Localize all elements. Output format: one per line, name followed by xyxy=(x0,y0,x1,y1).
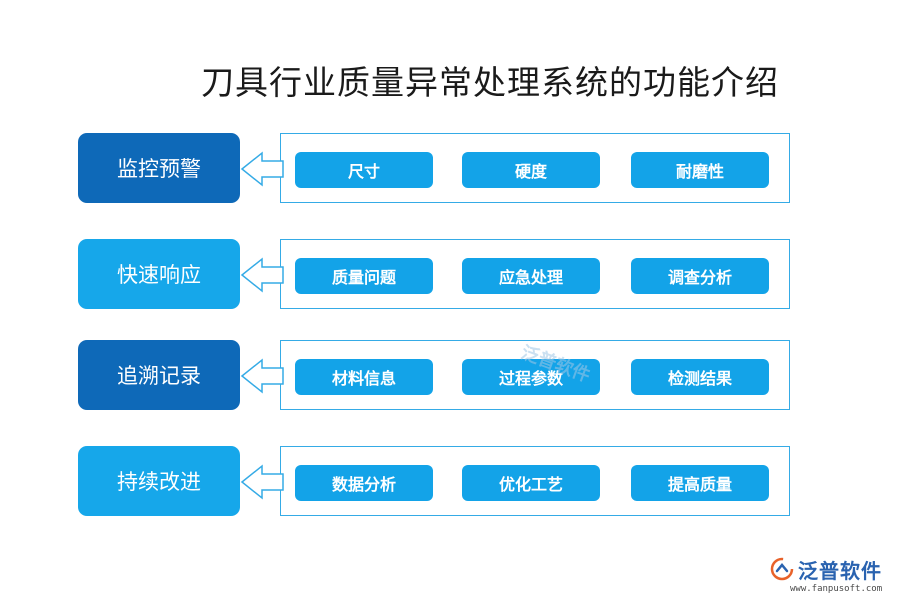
feature-chip: 调查分析 xyxy=(631,258,769,294)
feature-chip: 优化工艺 xyxy=(462,465,600,501)
feature-chip: 数据分析 xyxy=(295,465,433,501)
feature-chip: 尺寸 xyxy=(295,152,433,188)
logo-url: www.fanpusoft.com xyxy=(790,584,883,594)
brand-logo: 泛普软件 xyxy=(770,554,882,584)
feature-row-improvement: 持续改进 数据分析 优化工艺 提高质量 xyxy=(0,446,900,518)
feature-chip: 过程参数 xyxy=(462,359,600,395)
feature-chip: 检测结果 xyxy=(631,359,769,395)
diagram-title: 刀具行业质量异常处理系统的功能介绍 xyxy=(201,63,779,102)
arrow-left-icon xyxy=(240,151,284,187)
arrow-left-icon xyxy=(240,358,284,394)
category-trace-record: 追溯记录 xyxy=(78,340,240,410)
feature-chip: 提高质量 xyxy=(631,465,769,501)
category-quick-response: 快速响应 xyxy=(78,239,240,309)
feature-row-monitoring: 监控预警 尺寸 硬度 耐磨性 xyxy=(0,133,900,205)
feature-row-traceability: 追溯记录 材料信息 过程参数 检测结果 xyxy=(0,340,900,412)
feature-chip: 硬度 xyxy=(462,152,600,188)
logo-text: 泛普软件 xyxy=(798,558,882,583)
feature-chip: 耐磨性 xyxy=(631,152,769,188)
feature-chip: 材料信息 xyxy=(295,359,433,395)
feature-chip: 质量问题 xyxy=(295,258,433,294)
arrow-left-icon xyxy=(240,257,284,293)
feature-row-response: 快速响应 质量问题 应急处理 调查分析 xyxy=(0,239,900,311)
category-continuous-improvement: 持续改进 xyxy=(78,446,240,516)
arrow-left-icon xyxy=(240,464,284,500)
feature-chip: 应急处理 xyxy=(462,258,600,294)
fanpu-logo-icon xyxy=(770,557,794,581)
category-monitoring-warning: 监控预警 xyxy=(78,133,240,203)
